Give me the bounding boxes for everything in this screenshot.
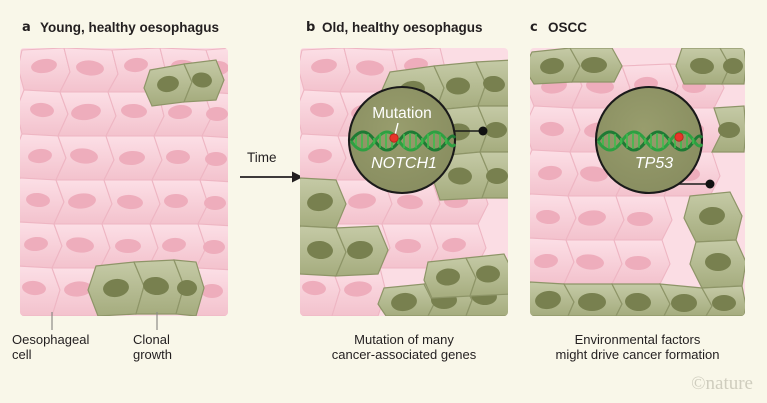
- mutation-marker-icon: [389, 133, 399, 143]
- tissue-panel-a: [20, 48, 228, 316]
- magnifier-panel-c: TP53: [594, 85, 704, 195]
- caption-panel-c: Environmental factors might drive cancer…: [520, 332, 755, 362]
- annotation-line: Clonal: [133, 332, 170, 347]
- panel-title-b: Old, healthy oesophagus: [322, 20, 483, 35]
- caption-line: might drive cancer formation: [555, 347, 720, 362]
- annotation-line: growth: [133, 347, 173, 362]
- magnifier-panel-b: Mutation: [347, 85, 457, 195]
- magnifier-lens: [594, 85, 704, 195]
- cell-row: [20, 89, 228, 139]
- clonal-cell-cluster: [530, 48, 745, 85]
- clonal-cell-cluster: [530, 281, 745, 316]
- panel-letter-b: b: [306, 20, 316, 35]
- annotation-clonal-growth: Clonal growth: [133, 332, 172, 362]
- cell-row: [20, 177, 228, 227]
- panel-title-c: OSCC: [548, 20, 588, 35]
- annotation-line: cell: [12, 347, 32, 362]
- nature-watermark: ©nature: [691, 373, 753, 394]
- clonal-cell-cluster: [143, 59, 225, 107]
- magnifier-lens: [347, 85, 457, 195]
- dna-helix-icon: [596, 130, 704, 152]
- cell-row: [300, 265, 387, 316]
- magnifier-gene-name: TP53: [635, 155, 673, 172]
- time-arrow-label: Time: [247, 150, 277, 165]
- cell-row: [20, 221, 228, 271]
- caption-panel-b: Mutation of many cancer-associated genes: [300, 332, 508, 362]
- magnifier-mutation-label: Mutation: [372, 105, 431, 122]
- panel-title-a: Young, healthy oesophagus: [40, 20, 220, 35]
- caption-line: Mutation of many: [354, 332, 454, 347]
- caption-line: Environmental factors: [574, 332, 701, 347]
- cell-row: [20, 133, 228, 183]
- clonal-cell-cluster: [377, 253, 508, 316]
- annotation-line: Oesophageal: [12, 332, 90, 347]
- caption-line: cancer-associated genes: [331, 347, 477, 362]
- clonal-cell-cluster: [87, 259, 205, 316]
- mutation-leader-line: [394, 122, 399, 136]
- panel-letter-a: a: [22, 20, 31, 35]
- annotation-oesophageal-cell: Oesophageal cell: [12, 332, 89, 362]
- cell-row: [530, 193, 673, 241]
- clonal-cell-cluster: [300, 177, 389, 277]
- magnifier-gene-name: NOTCH1: [371, 155, 437, 172]
- mutation-marker-icon: [674, 132, 684, 142]
- cell-row: [530, 237, 671, 285]
- panel-letter-c: c: [530, 20, 538, 35]
